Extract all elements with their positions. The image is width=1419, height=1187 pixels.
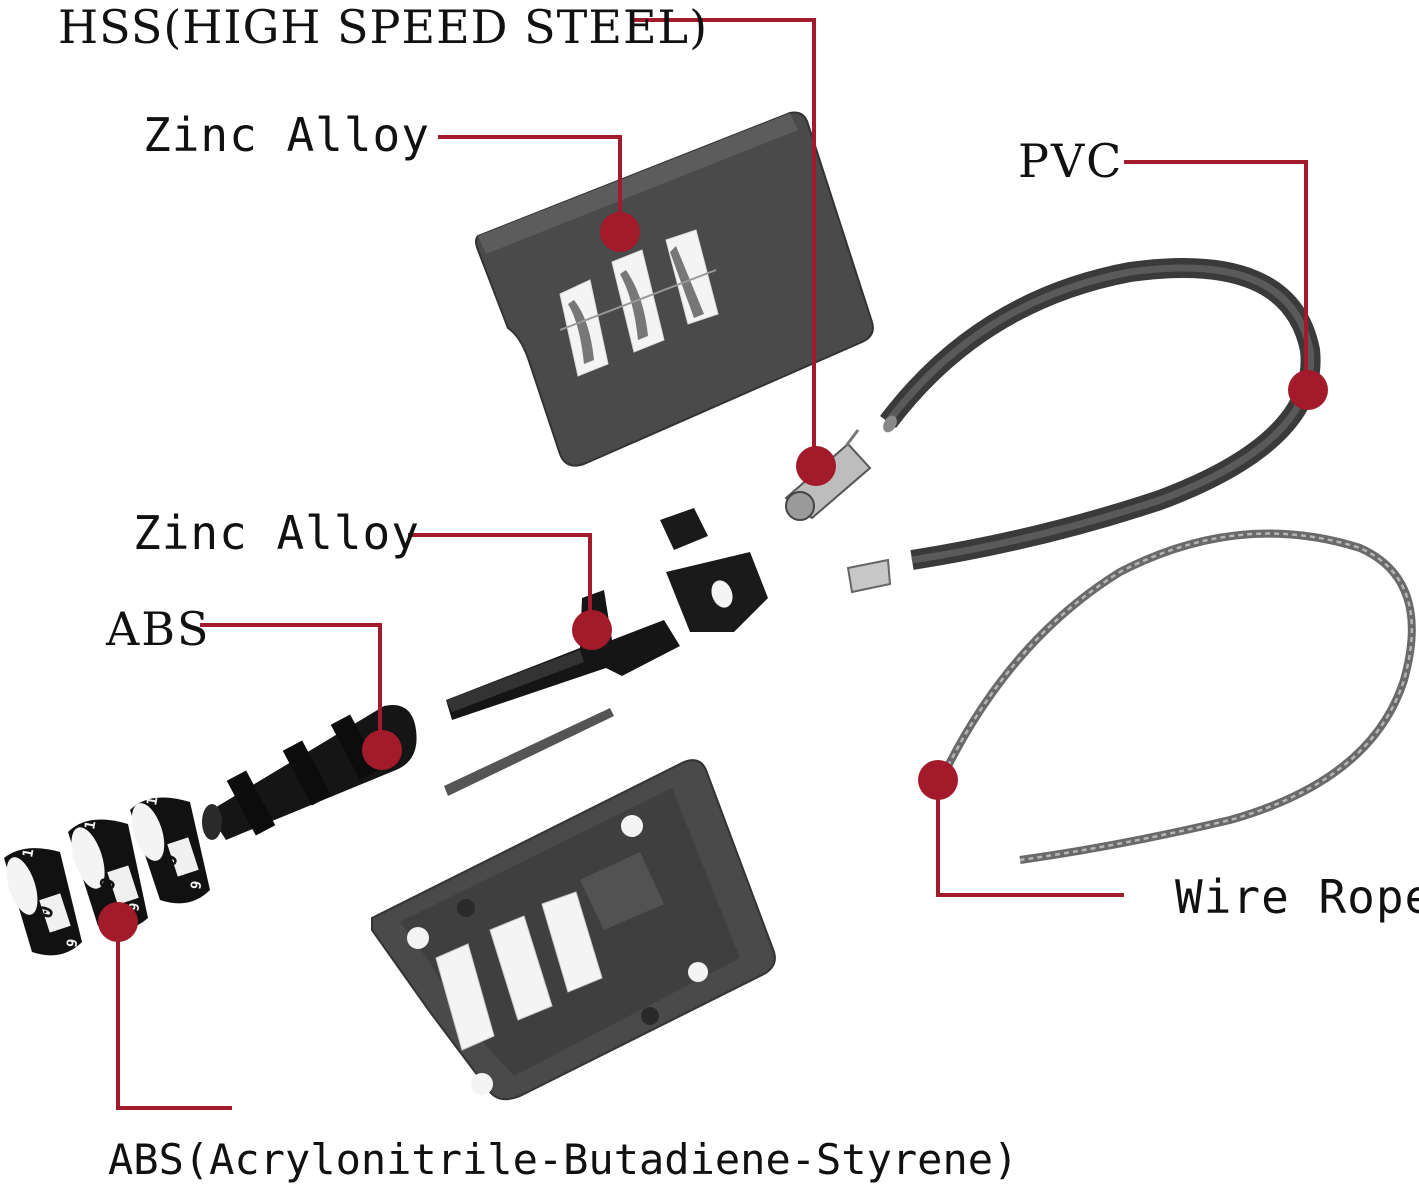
label-pvc: PVC xyxy=(1018,134,1124,188)
marker-dot-hss xyxy=(796,446,836,486)
dial-digit-top: 1 xyxy=(82,820,99,831)
leader-hss xyxy=(632,18,816,466)
pvc-tube-icon xyxy=(846,258,1321,594)
dial-digit-side: 9 xyxy=(188,880,205,891)
marker-dot-zinc-mid xyxy=(572,610,612,650)
dial-digit-top: 1 xyxy=(144,796,161,807)
lock-bottom-base-icon xyxy=(371,759,776,1101)
number-dial-icon: 0 0 0 1 1 1 9 9 9 xyxy=(4,796,210,956)
combination-shaft-icon xyxy=(202,705,417,840)
label-zinc-alloy-mid: Zinc Alloy xyxy=(133,506,420,560)
dial-digit-side: 9 xyxy=(64,938,81,949)
marker-dot-abs-full xyxy=(98,902,138,942)
marker-dot-pvc xyxy=(1288,370,1328,410)
leader-zinc-top xyxy=(438,135,622,232)
label-abs: ABS xyxy=(106,602,211,656)
label-wire-rope: Wire Rope xyxy=(1175,870,1419,924)
latch-slider-icon xyxy=(444,508,768,796)
leader-wire-rope xyxy=(936,780,1124,897)
marker-dot-abs-short xyxy=(362,730,402,770)
marker-dot-zinc-top xyxy=(600,212,640,252)
label-hss: HSS(HIGH SPEED STEEL) xyxy=(58,0,709,54)
lock-top-cover-icon xyxy=(475,111,874,467)
leader-zinc-mid xyxy=(408,533,592,630)
leader-abs-short xyxy=(200,623,382,750)
label-zinc-alloy-top: Zinc Alloy xyxy=(143,108,430,162)
leader-abs-full xyxy=(116,922,232,1110)
wire-rope-icon xyxy=(940,529,1416,864)
dial-digit-side: 9 xyxy=(126,902,143,913)
leader-pvc xyxy=(1124,160,1308,390)
marker-dot-wire-rope xyxy=(918,760,958,800)
dial-digit-top: 1 xyxy=(20,848,37,859)
label-abs-full: ABS(Acrylonitrile-Butadiene-Styrene) xyxy=(108,1135,1019,1184)
